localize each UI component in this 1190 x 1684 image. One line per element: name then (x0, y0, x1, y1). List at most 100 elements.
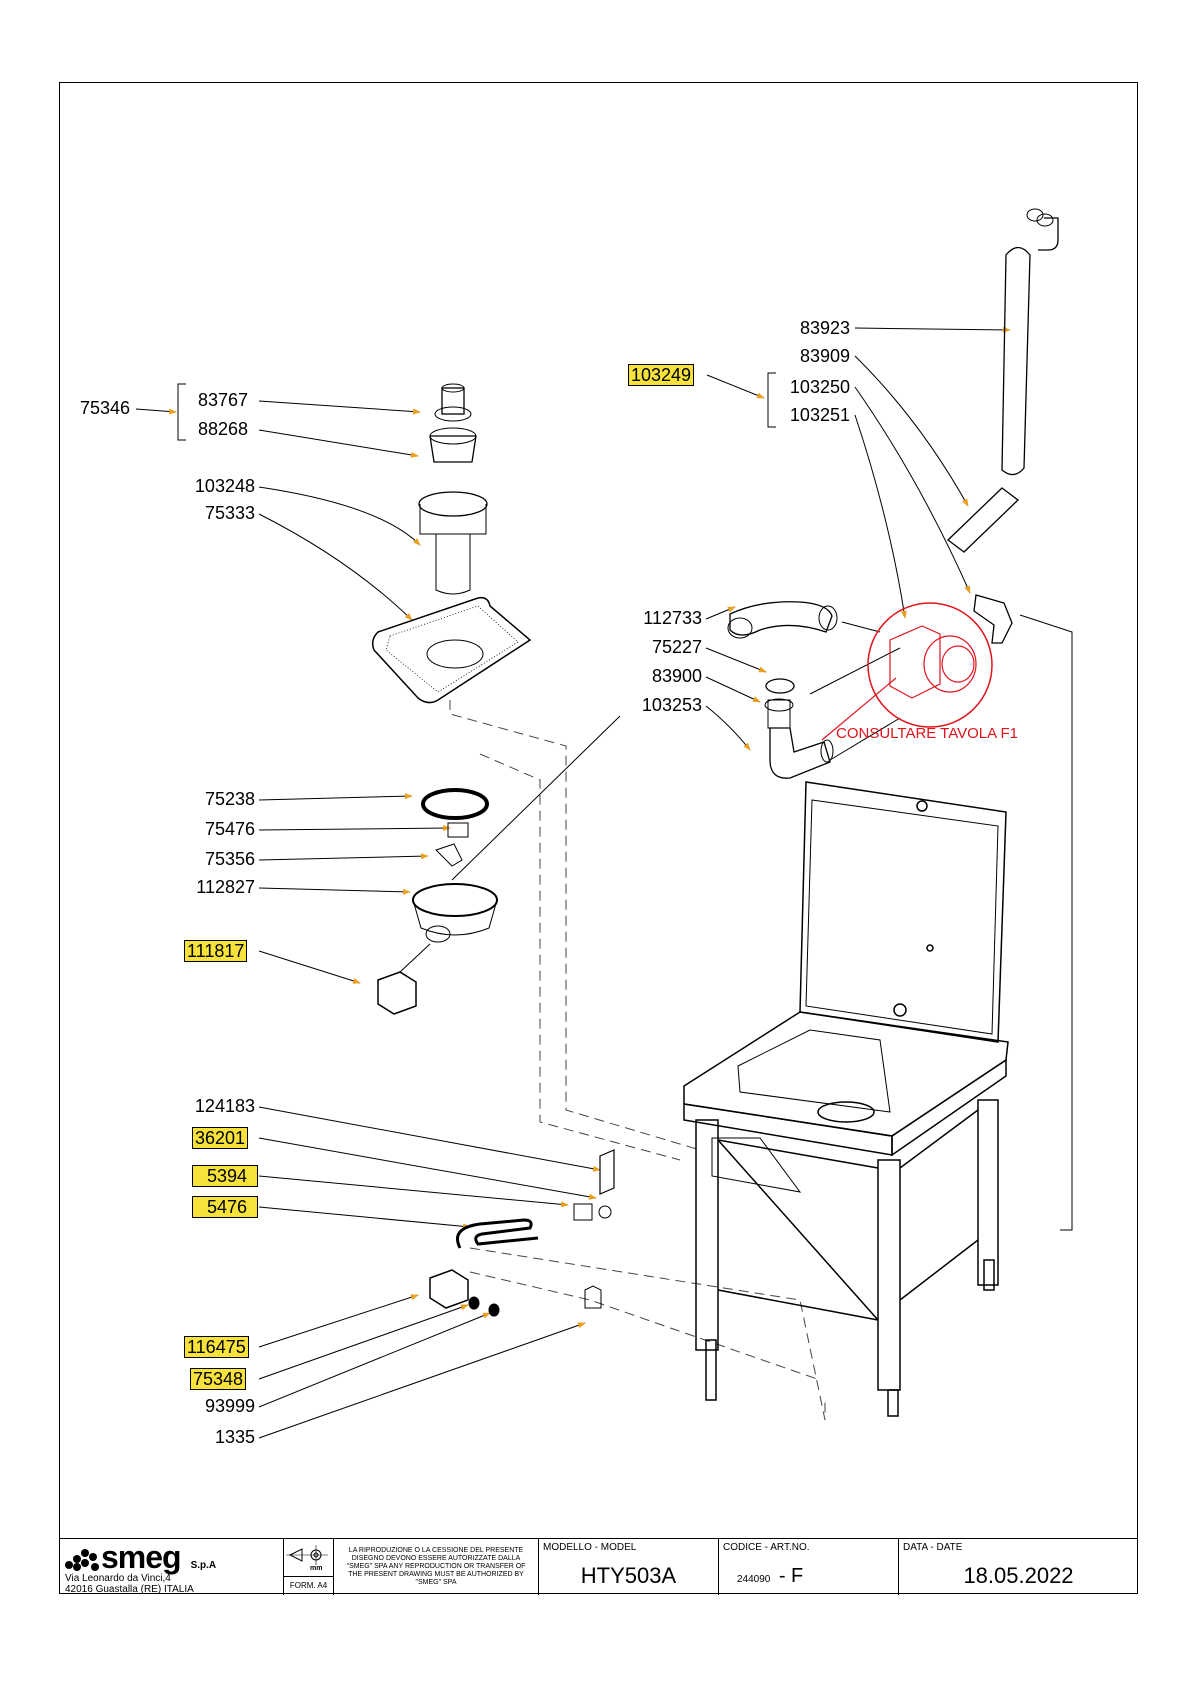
leader-1335 (258, 1322, 586, 1439)
label-112827: 112827 (196, 877, 255, 897)
leader-75333 (258, 513, 413, 621)
part-1335 (584, 1285, 602, 1309)
part-103248 (418, 491, 488, 517)
model-value: HTY503A (580, 1563, 677, 1588)
sump-112827 (412, 883, 498, 917)
label-75348: 75348 (190, 1368, 247, 1390)
label-83767: 83767 (198, 390, 249, 410)
heater-5476 (456, 1218, 539, 1249)
leader-103250 (854, 386, 971, 594)
leader-75356 (258, 853, 429, 861)
logo-dots-icon (65, 1549, 99, 1571)
label-116475: 116475 (184, 1336, 249, 1358)
reference-note: CONSULTARE TAVOLA F1 (836, 725, 1018, 742)
format-cell: mm FORM. A4 (284, 1539, 334, 1595)
leader-111817 (258, 950, 361, 984)
code-cell: CODICE - ART.NO. 244090 - F (719, 1539, 899, 1595)
leader-75346 (135, 408, 177, 415)
leader-5476 (258, 1206, 471, 1230)
fitting-83900 (767, 699, 791, 729)
unit-label: mm (310, 1565, 323, 1572)
elbow-103253 (769, 727, 831, 779)
part-75356 (435, 843, 463, 867)
code-caption: CODICE - ART.NO. (723, 1542, 810, 1553)
date-cell: DATA - DATE 18.05.2022 (899, 1539, 1138, 1595)
label-124183: 124183 (194, 1096, 255, 1116)
address-line-2: 42016 Guastalla (RE) ITALIA (65, 1584, 194, 1595)
company-cell: smeg S.p.A Via Leonardo da Vinci,4 42016… (59, 1539, 284, 1595)
part-83767 (441, 387, 465, 415)
part-116475 (429, 1269, 469, 1309)
label-75227: 75227 (651, 637, 702, 657)
leader-124183 (258, 1106, 601, 1172)
leader-83923 (854, 326, 1011, 333)
bracket-part (973, 594, 1013, 644)
smeg-logo: smeg S.p.A (65, 1541, 216, 1573)
machine-body (683, 781, 1009, 1417)
leader-103253 (705, 705, 751, 751)
part-88268 (429, 435, 477, 463)
label-5476: 5476 (192, 1196, 259, 1218)
leader-75476 (258, 825, 451, 832)
label-103249: 103249 (628, 364, 695, 386)
label-75333: 75333 (204, 503, 255, 523)
elbow-top (1038, 217, 1059, 251)
reference-circle (821, 602, 993, 741)
model-cell: MODELLO - MODEL HTY503A (539, 1539, 719, 1595)
washer-75227 (765, 678, 795, 694)
drain-pipe (1001, 246, 1031, 476)
label-103251: 103251 (789, 405, 850, 425)
address-line-1: Via Leonardo da Vinci,4 (65, 1573, 171, 1584)
leader-83767 (258, 400, 421, 415)
leader-103251 (854, 414, 907, 619)
leader-116475 (258, 1294, 419, 1348)
part-36201 (598, 1205, 612, 1219)
code-suffix: - F (778, 1565, 804, 1587)
part-75476 (447, 822, 469, 838)
model-caption: MODELLO - MODEL (543, 1542, 637, 1553)
leader-75227 (705, 647, 767, 673)
label-83900: 83900 (651, 666, 702, 686)
hose-112733 (729, 601, 833, 636)
gasket-75238 (421, 788, 489, 820)
leader-88268 (258, 429, 419, 458)
format-label: FORM. A4 (284, 1576, 333, 1595)
reproduction-notice: LA RIPRODUZIONE O LA CESSIONE DEL PRESEN… (346, 1547, 526, 1586)
projection-symbol-icon (286, 1545, 328, 1565)
label-103253: 103253 (641, 695, 702, 715)
leader-93999 (258, 1312, 491, 1408)
label-75476: 75476 (204, 819, 255, 839)
leader-75348 (258, 1304, 469, 1380)
hose-83909 (946, 487, 1020, 553)
part-5394 (573, 1203, 593, 1221)
leader-112733 (705, 606, 736, 620)
leader-112827 (258, 887, 411, 895)
filter-plate-75333 (371, 596, 532, 704)
code-number: 244090 (737, 1574, 771, 1585)
drawing-frame (59, 82, 1138, 1594)
label-112733: 112733 (643, 608, 702, 628)
label-1335: 1335 (214, 1427, 255, 1447)
label-103248: 103248 (194, 476, 255, 496)
date-caption: DATA - DATE (903, 1542, 963, 1553)
bracket-103249 (767, 372, 776, 428)
label-111817: 111817 (184, 940, 248, 962)
bracket-75346 (177, 383, 186, 441)
leader-83900 (705, 676, 761, 703)
label-88268: 88268 (198, 419, 249, 439)
title-block: smeg S.p.A Via Leonardo da Vinci,4 42016… (59, 1538, 1138, 1595)
leader-5394 (258, 1175, 569, 1208)
part-124183 (599, 1149, 615, 1195)
label-5394: 5394 (192, 1165, 259, 1187)
leader-103248 (258, 486, 421, 546)
leader-83909 (854, 355, 969, 507)
date-value: 18.05.2022 (963, 1563, 1074, 1588)
leader-36201 (258, 1137, 597, 1200)
label-103250: 103250 (789, 377, 850, 397)
label-75356: 75356 (204, 849, 255, 869)
leader-103249 (706, 374, 765, 399)
label-93999: 93999 (204, 1396, 255, 1416)
pump-111817 (377, 971, 417, 1015)
label-75238: 75238 (204, 789, 255, 809)
